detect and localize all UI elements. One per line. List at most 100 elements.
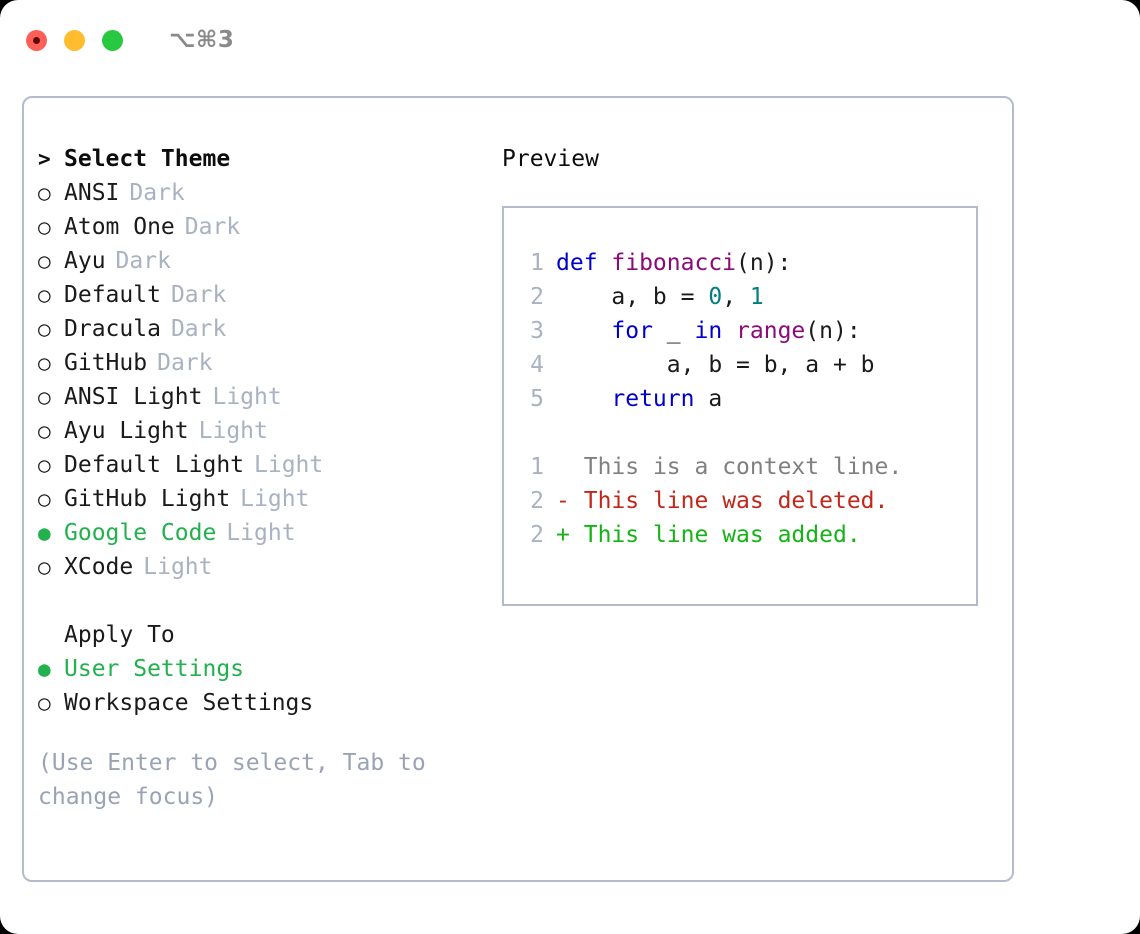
theme-mode-badge: Light (226, 520, 296, 546)
code-gap (518, 420, 976, 454)
theme-list-item[interactable]: ○ GitHub Light Light (38, 486, 478, 520)
theme-list-item[interactable]: ○ ANSI Dark (38, 180, 478, 214)
diff-sign: + (556, 522, 570, 548)
code-token (556, 386, 611, 412)
maximize-button-icon[interactable] (102, 29, 123, 51)
theme-list-item[interactable]: ○ Ayu Light Light (38, 418, 478, 452)
code-line: 3 for _ in range(n): (518, 318, 976, 352)
code-token: def (556, 250, 612, 276)
code-line-content: def fibonacci(n): (556, 250, 791, 276)
theme-name-label: Ayu Light (64, 418, 189, 444)
code-token: (n): (805, 318, 861, 344)
apply-to-item-label: Workspace Settings (64, 690, 314, 716)
code-token: range (736, 318, 806, 344)
line-number: 2 (530, 522, 544, 548)
apply-to-item[interactable]: ● User Settings (38, 656, 478, 690)
select-theme-header: >Select Theme (38, 146, 478, 180)
preview-title: Preview (502, 146, 599, 172)
diff-line-content: + This line was added. (556, 522, 861, 548)
radio-selected-icon[interactable]: ● (38, 521, 51, 545)
theme-name-label: ANSI (64, 180, 120, 206)
theme-name-label: GitHub Light (64, 486, 231, 512)
traffic-lights (26, 29, 123, 51)
theme-mode-badge: Dark (170, 316, 227, 342)
theme-mode-badge: Dark (129, 180, 185, 206)
code-token: a (694, 386, 723, 412)
theme-name-label: Dracula (64, 316, 161, 342)
theme-name-label: ANSI Light (64, 384, 203, 410)
theme-list-item[interactable]: ○ Default Dark (38, 282, 478, 316)
window-shortcut-label: ⌥⌘3 (169, 27, 235, 53)
radio-unselected-icon[interactable]: ○ (38, 317, 51, 341)
minimize-button-icon[interactable] (64, 29, 85, 51)
radio-selected-icon[interactable]: ● (38, 657, 51, 681)
diff-text: This is a context line. (583, 454, 903, 480)
diff-line-content: This is a context line. (556, 454, 903, 480)
apply-to-list: ● User Settings ○ Workspace Settings (38, 656, 478, 724)
apply-to-item[interactable]: ○ Workspace Settings (38, 690, 478, 724)
radio-unselected-icon[interactable]: ○ (38, 555, 51, 579)
radio-unselected-icon[interactable]: ○ (38, 181, 51, 205)
apply-to-item-label: User Settings (64, 656, 245, 682)
diff-line: 2 + This line was added. (518, 522, 976, 556)
theme-name-label: Default (64, 282, 161, 308)
line-number: 1 (530, 454, 544, 480)
theme-mode-badge: Light (198, 418, 268, 444)
radio-unselected-icon[interactable]: ○ (38, 453, 51, 477)
theme-list-item[interactable]: ○ ANSI Light Light (38, 384, 478, 418)
radio-unselected-icon[interactable]: ○ (38, 487, 51, 511)
radio-unselected-icon[interactable]: ○ (38, 419, 51, 443)
theme-name-label: Default Light (64, 452, 245, 478)
radio-unselected-icon[interactable]: ○ (38, 691, 51, 715)
diff-text: This line was added. (583, 522, 861, 548)
radio-unselected-icon[interactable]: ○ (38, 385, 51, 409)
keyboard-hint-text: (Use Enter to select, Tab to change focu… (38, 750, 426, 810)
code-token (722, 318, 736, 344)
code-token: for (611, 318, 653, 344)
code-token: (n): (736, 250, 792, 276)
code-token: a, b = b, a + b (556, 352, 875, 378)
theme-list-item[interactable]: ○ GitHub Dark (38, 350, 478, 384)
diff-sign: - (556, 488, 570, 514)
theme-mode-badge: Light (240, 486, 310, 512)
code-line: 2 a, b = 0, 1 (518, 284, 976, 318)
theme-mode-badge: Light (212, 384, 282, 410)
theme-name-label: XCode (64, 554, 134, 580)
code-line-content: a, b = b, a + b (556, 352, 875, 378)
radio-unselected-icon[interactable]: ○ (38, 283, 51, 307)
radio-unselected-icon[interactable]: ○ (38, 351, 51, 375)
theme-name-label: Atom One (64, 214, 175, 240)
title-bar: ⌥⌘3 (0, 0, 1140, 80)
code-line-content: for _ in range(n): (556, 318, 861, 344)
code-token: , (722, 284, 750, 310)
radio-unselected-icon[interactable]: ○ (38, 249, 51, 273)
theme-name-label: GitHub (64, 350, 148, 376)
code-line-content: return a (556, 386, 722, 412)
line-number: 3 (530, 318, 544, 344)
code-token: 0 (708, 284, 723, 310)
line-number: 4 (530, 352, 544, 378)
theme-mode-badge: Dark (170, 282, 227, 308)
theme-list-item[interactable]: ○ Dracula Dark (38, 316, 478, 350)
diff-sample: 1 This is a context line.2- This line wa… (518, 454, 976, 556)
diff-line: 1 This is a context line. (518, 454, 976, 488)
close-button-icon[interactable] (26, 29, 47, 51)
radio-unselected-icon[interactable]: ○ (38, 215, 51, 239)
diff-line-content: - This line was deleted. (556, 488, 888, 514)
apply-to-header: Apply To (38, 622, 478, 656)
select-theme-header-label: Select Theme (64, 146, 231, 172)
theme-mode-badge: Dark (157, 350, 213, 376)
code-token: in (694, 318, 723, 344)
